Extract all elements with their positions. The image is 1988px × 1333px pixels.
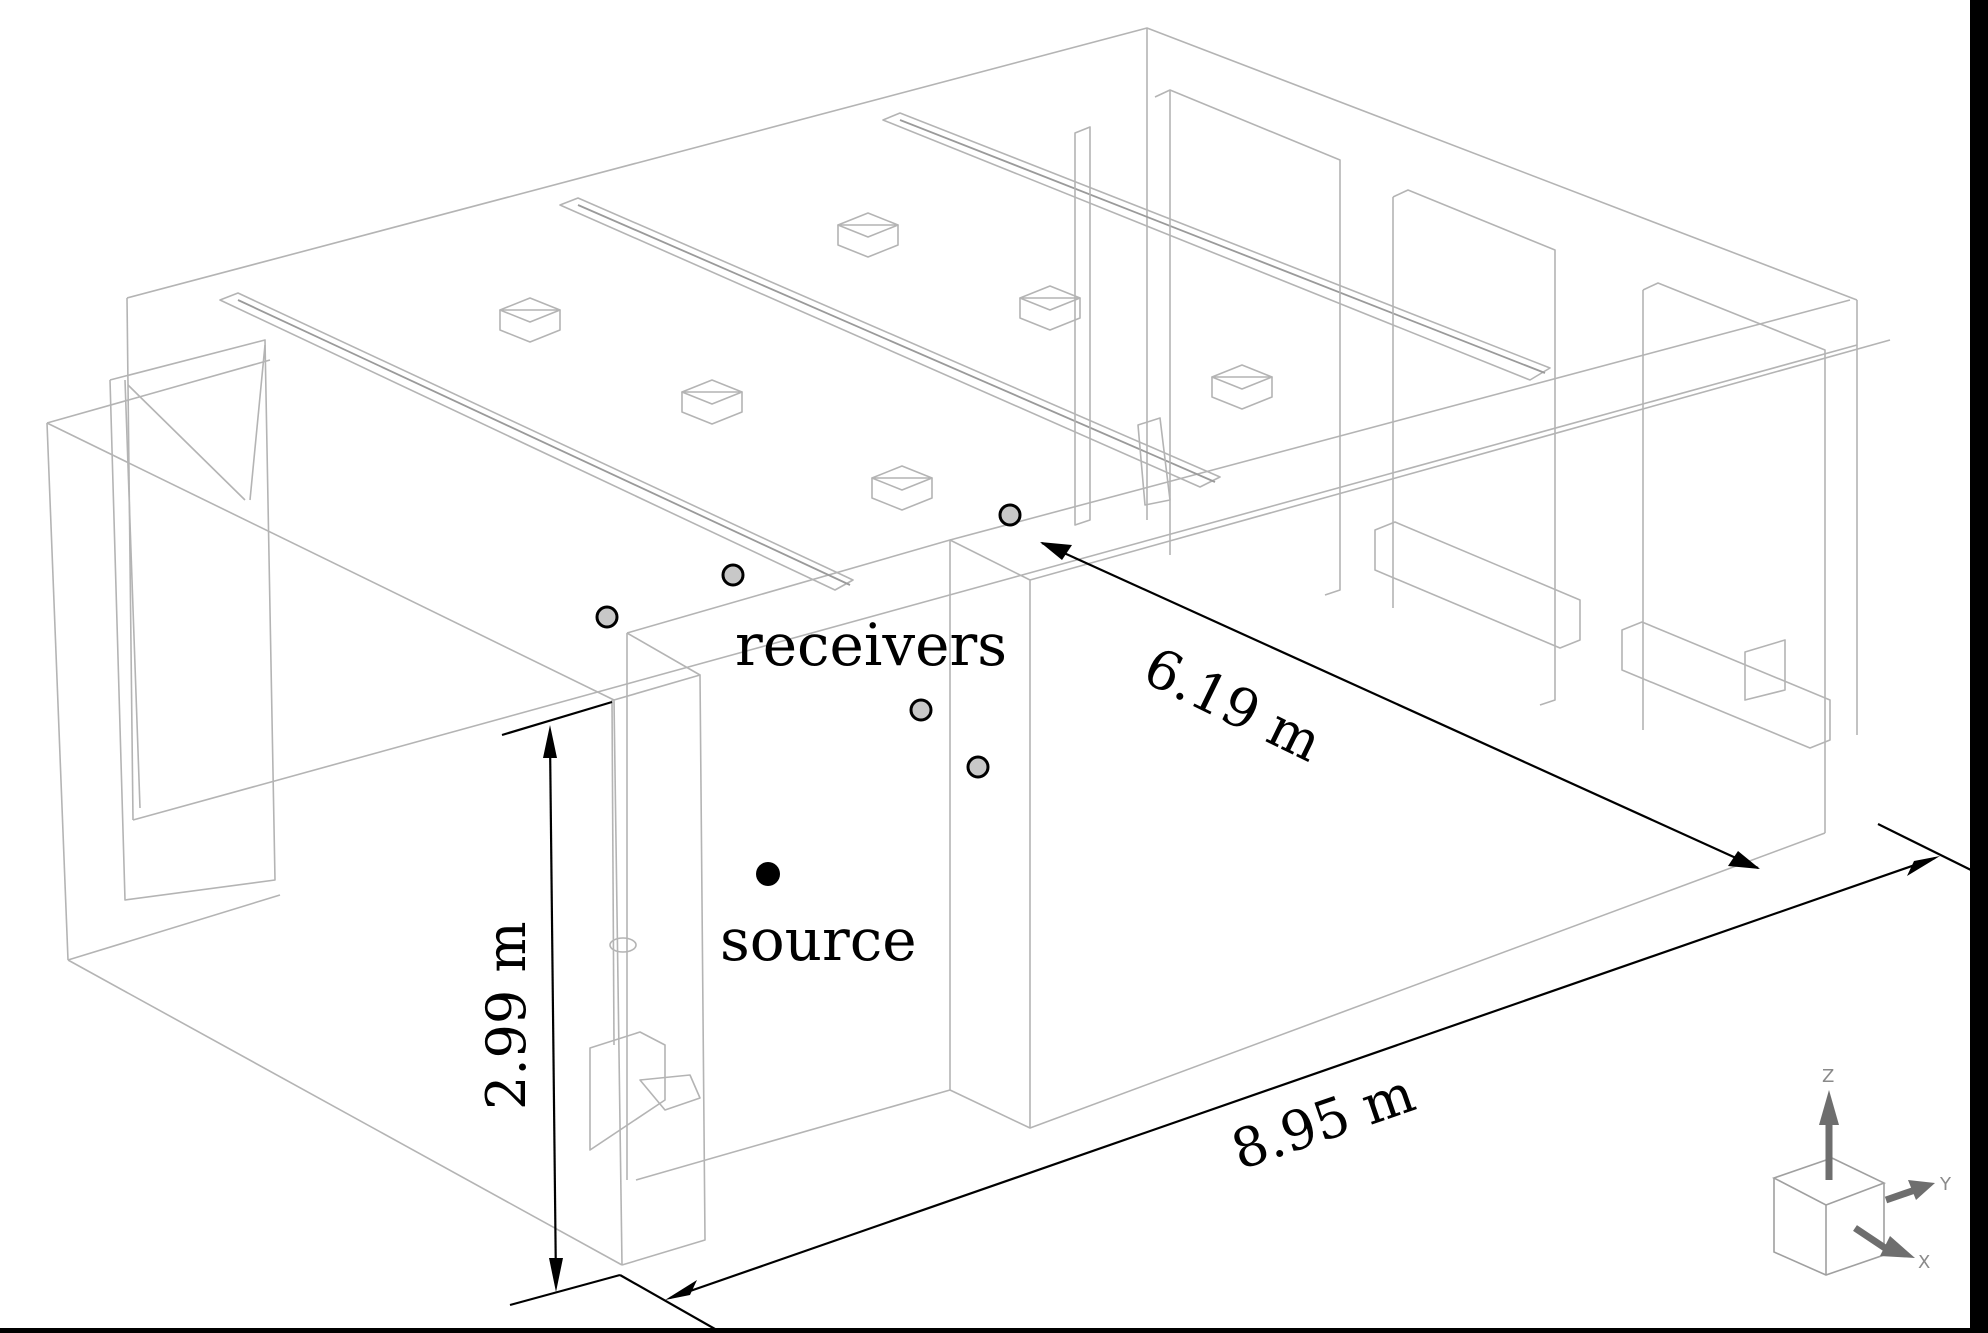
width-arrow-right [1907, 856, 1940, 876]
height-arrow-top [543, 725, 557, 758]
corner-box [1744, 639, 1786, 701]
dimension-width: 8.95 m [619, 823, 1976, 1333]
source-label: source [720, 906, 917, 974]
width-label: 8.95 m [1224, 1061, 1423, 1182]
sink-body [589, 1031, 666, 1151]
pipe [611, 699, 615, 1046]
width-ext-left [619, 1274, 723, 1333]
ceiling-lights [499, 212, 1273, 511]
receiver-marker [721, 563, 745, 587]
left-door [109, 339, 276, 901]
height-label: 2.99 m [475, 921, 538, 1110]
light-box [837, 212, 899, 258]
sink-fixture [589, 699, 701, 1151]
column-1 [1074, 126, 1091, 526]
ceiling-left-edge [46, 359, 271, 424]
width-ext-right [1877, 823, 1976, 873]
x-axis-arrow-icon [1853, 1225, 1887, 1251]
left-top-edge [46, 422, 615, 701]
dimension-depth: 6.19 m [1040, 541, 1760, 870]
bottom-border [0, 1328, 1988, 1333]
front-pillar [613, 674, 706, 1266]
triad-cube-body [1773, 1178, 1885, 1276]
pillar-top [626, 632, 701, 676]
right-border [1970, 0, 1988, 1333]
beam-2-line [577, 204, 1216, 483]
depth-arrow-top [1040, 542, 1072, 560]
window-frame-2 [1392, 189, 1556, 706]
source-marker [756, 862, 780, 886]
receiver-marker [909, 698, 933, 722]
valve [609, 937, 637, 953]
partition-wall [613, 299, 1891, 1266]
axis-triad: Z Y X [1771, 1066, 1952, 1276]
beam-3 [882, 112, 1551, 381]
width-dim-line [669, 856, 1936, 1300]
left-bottom-edge [67, 959, 623, 1266]
ceiling-beams [219, 112, 1551, 591]
receivers-label: receivers [735, 611, 1007, 679]
floor-back-line [132, 344, 1858, 821]
depth-dim-line [1041, 541, 1759, 870]
height-dim-line [548, 739, 558, 1286]
floor-left-line [67, 894, 281, 961]
light-box [499, 297, 561, 343]
door-frame [109, 339, 276, 901]
corner-column [1137, 417, 1171, 506]
light-box [1211, 364, 1273, 410]
radiator-2 [1621, 621, 1831, 749]
source: source [720, 862, 917, 974]
beam-3-line [899, 119, 1546, 374]
z-axis-arrowhead [1819, 1090, 1839, 1125]
light-box [871, 465, 933, 511]
light-box [681, 379, 743, 425]
receivers: receivers [595, 503, 1022, 779]
room-outer-box [46, 27, 1858, 1266]
floor-front-right [1029, 832, 1826, 1129]
depth-arrow-bottom [1728, 851, 1760, 869]
left-back-vertical [126, 297, 134, 821]
door-inner-edge [124, 379, 141, 809]
partition-top-right [1029, 339, 1891, 581]
z-axis-label: Z [1822, 1066, 1834, 1087]
beam-1-line [237, 299, 851, 586]
y-axis-label: Y [1939, 1174, 1952, 1195]
width-arrow-left [665, 1280, 697, 1300]
light-box [1019, 285, 1081, 331]
x-axis-label: X [1918, 1252, 1930, 1273]
radiator-1 [1374, 521, 1581, 649]
y-axis-arrowhead [1908, 1180, 1935, 1200]
receiver-marker [966, 755, 990, 779]
x-axis-arrowhead [1880, 1236, 1915, 1258]
back-wall-elements [1074, 89, 1831, 749]
partition-top-back [949, 299, 1851, 541]
door-diagonal-2 [249, 344, 266, 501]
receiver-marker [998, 503, 1022, 527]
height-arrow-bottom [549, 1258, 563, 1292]
left-front-vertical [46, 422, 69, 961]
receiver-marker [595, 605, 619, 629]
partition-outline [626, 539, 1031, 1181]
window-frame-3 [1642, 282, 1826, 690]
beam-2 [559, 197, 1221, 488]
dimension-height: 2.99 m [475, 700, 621, 1307]
height-ext-bottom [509, 1273, 621, 1307]
door-diagonal [127, 384, 246, 501]
y-axis-arrow-icon [1884, 1186, 1917, 1204]
beam-1 [219, 292, 854, 591]
sink-bowl [639, 1074, 701, 1111]
height-ext-top [501, 700, 613, 737]
window-frame-1 [1154, 89, 1341, 596]
front-pillar-edge [613, 699, 623, 1266]
depth-label: 6.19 m [1134, 635, 1331, 774]
